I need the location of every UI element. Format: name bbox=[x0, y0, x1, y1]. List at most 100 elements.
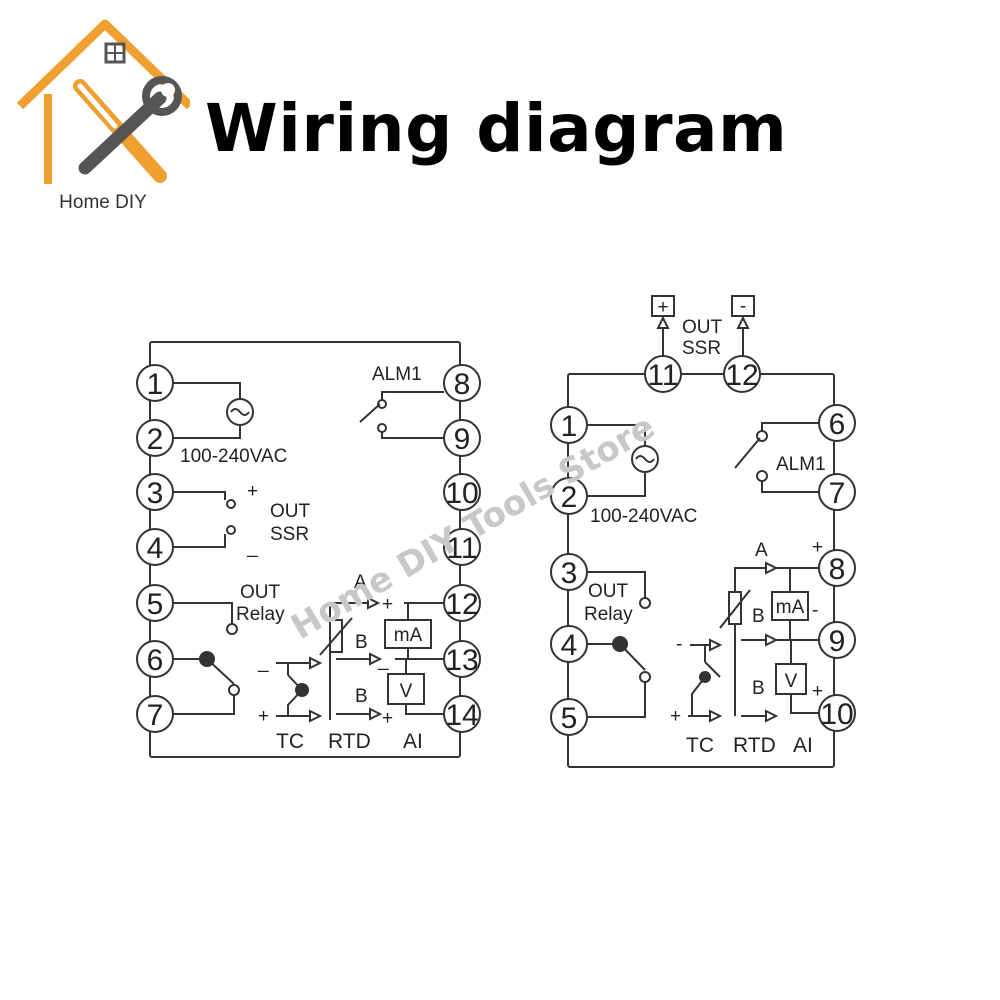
svg-text:SSR: SSR bbox=[682, 338, 721, 359]
right-terminal-11: 11 bbox=[644, 355, 682, 393]
svg-text:+: + bbox=[812, 537, 823, 558]
svg-text:5: 5 bbox=[147, 588, 164, 621]
home-diy-logo bbox=[16, 19, 190, 184]
right-ssr-output: + - OUT SSR bbox=[651, 295, 755, 359]
left-alarm-relay: ALM1 bbox=[359, 364, 444, 439]
svg-text:_: _ bbox=[246, 537, 258, 558]
right-wiring-diagram: + - OUT SSR 11 12 1 2 3 4 5 6 7 8 9 10 bbox=[550, 295, 856, 768]
svg-text:V: V bbox=[400, 681, 413, 702]
left-ssr-output: + _ OUT SSR bbox=[173, 481, 311, 558]
svg-text:8: 8 bbox=[829, 553, 846, 586]
left-terminal-2: 2 bbox=[136, 419, 174, 457]
svg-text:6: 6 bbox=[147, 644, 164, 677]
svg-text:+: + bbox=[670, 706, 681, 727]
right-terminal-4: 4 bbox=[550, 625, 588, 663]
svg-text:+: + bbox=[812, 681, 823, 702]
svg-text:-: - bbox=[740, 296, 746, 317]
svg-text:1: 1 bbox=[147, 368, 164, 401]
right-label-ai: AI bbox=[793, 734, 813, 757]
svg-text:SSR: SSR bbox=[270, 524, 309, 545]
left-label-tc: TC bbox=[276, 730, 304, 753]
right-terminal-2: 2 bbox=[550, 477, 588, 515]
svg-text:100-240VAC: 100-240VAC bbox=[180, 446, 287, 467]
right-terminal-8: 8 bbox=[818, 549, 856, 587]
svg-text:Relay: Relay bbox=[584, 604, 633, 625]
right-alarm-relay: ALM1 bbox=[734, 422, 826, 493]
left-terminal-3: 3 bbox=[136, 473, 174, 511]
svg-text:+: + bbox=[382, 594, 393, 615]
svg-text:1: 1 bbox=[561, 410, 578, 443]
left-terminal-7: 7 bbox=[136, 695, 174, 733]
svg-text:2: 2 bbox=[147, 423, 164, 456]
svg-text:3: 3 bbox=[147, 477, 164, 510]
page-title: Wiring diagram bbox=[205, 90, 788, 167]
left-terminal-13: 13 bbox=[443, 640, 481, 678]
left-terminal-14: 14 bbox=[443, 695, 481, 733]
svg-text:+: + bbox=[382, 708, 393, 729]
svg-text:11: 11 bbox=[446, 532, 477, 565]
svg-text:4: 4 bbox=[561, 629, 578, 662]
svg-text:2: 2 bbox=[561, 481, 578, 514]
right-terminal-5: 5 bbox=[550, 698, 588, 736]
right-terminal-9: 9 bbox=[818, 621, 856, 659]
right-terminal-12: 12 bbox=[723, 355, 761, 393]
svg-text:5: 5 bbox=[561, 702, 578, 735]
right-terminal-1: 1 bbox=[550, 406, 588, 444]
left-terminal-1: 1 bbox=[136, 364, 174, 402]
left-terminal-12: 12 bbox=[443, 584, 481, 622]
svg-text:OUT: OUT bbox=[270, 501, 311, 522]
left-terminal-9: 9 bbox=[443, 419, 481, 457]
right-terminal-6: 6 bbox=[818, 404, 856, 442]
svg-text:B: B bbox=[355, 632, 368, 653]
left-label-rtd: RTD bbox=[328, 730, 371, 753]
right-power-supply: 100-240VAC bbox=[587, 424, 697, 527]
svg-text:V: V bbox=[785, 671, 798, 692]
svg-text:+: + bbox=[258, 706, 269, 727]
right-analog-input: A + B mA - V + B bbox=[719, 537, 823, 723]
left-terminal-6: 6 bbox=[136, 640, 174, 678]
left-terminal-4: 4 bbox=[136, 528, 174, 566]
svg-text:12: 12 bbox=[445, 588, 478, 621]
svg-text:+: + bbox=[657, 297, 668, 318]
svg-text:7: 7 bbox=[147, 699, 164, 732]
svg-text:B: B bbox=[752, 678, 765, 699]
svg-text:Relay: Relay bbox=[236, 604, 285, 625]
left-label-ai: AI bbox=[403, 730, 423, 753]
left-thermocouple: _ + bbox=[257, 652, 323, 727]
svg-text:B: B bbox=[752, 606, 765, 627]
left-terminal-5: 5 bbox=[136, 584, 174, 622]
svg-text:-: - bbox=[676, 634, 682, 655]
svg-text:_: _ bbox=[377, 650, 389, 671]
svg-text:7: 7 bbox=[829, 477, 846, 510]
left-wiring-diagram: 1 2 3 4 5 6 7 8 9 10 11 12 13 14 100-240… bbox=[136, 341, 481, 758]
svg-text:mA: mA bbox=[394, 625, 423, 646]
left-relay-output: OUT Relay bbox=[173, 582, 285, 715]
left-terminal-11: 11 bbox=[443, 528, 481, 566]
svg-text:A: A bbox=[755, 540, 768, 561]
right-label-rtd: RTD bbox=[733, 734, 776, 757]
svg-text:10: 10 bbox=[820, 698, 853, 731]
svg-text:14: 14 bbox=[445, 699, 478, 732]
right-label-tc: TC bbox=[686, 734, 714, 757]
svg-text:+: + bbox=[247, 481, 258, 502]
svg-text:mA: mA bbox=[776, 597, 805, 618]
left-terminal-10: 10 bbox=[443, 473, 481, 511]
svg-text:11: 11 bbox=[647, 359, 678, 392]
svg-text:12: 12 bbox=[725, 359, 758, 392]
right-relay-output: OUT Relay bbox=[584, 571, 651, 718]
left-terminal-8: 8 bbox=[443, 364, 481, 402]
svg-text:ALM1: ALM1 bbox=[776, 454, 826, 475]
wrench-icon bbox=[78, 76, 182, 175]
svg-text:3: 3 bbox=[561, 557, 578, 590]
logo-text: Home DIY bbox=[59, 192, 147, 213]
svg-text:ALM1: ALM1 bbox=[372, 364, 422, 385]
right-terminal-7: 7 bbox=[818, 473, 856, 511]
svg-text:9: 9 bbox=[454, 423, 471, 456]
svg-text:OUT: OUT bbox=[240, 582, 281, 603]
svg-text:-: - bbox=[812, 600, 818, 621]
svg-text:100-240VAC: 100-240VAC bbox=[590, 506, 697, 527]
right-terminal-10: 10 bbox=[818, 694, 856, 732]
svg-text:4: 4 bbox=[147, 532, 164, 565]
right-thermocouple: - + bbox=[670, 634, 723, 727]
